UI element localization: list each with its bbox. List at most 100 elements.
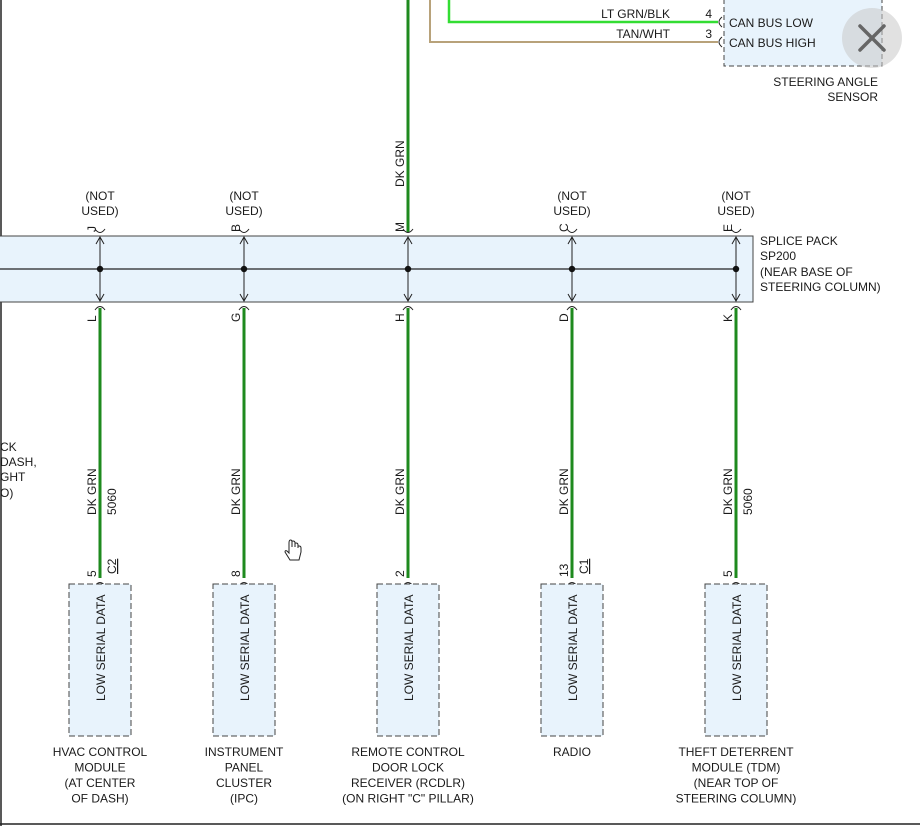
connector-symbol-4 xyxy=(718,16,723,28)
left-partial-label-3: GHT xyxy=(0,470,26,484)
module-signal-label: LOW SERIAL DATA xyxy=(94,595,108,701)
hand-cursor-icon xyxy=(284,539,302,561)
module-name-line: (ON RIGHT "C" PILLAR) xyxy=(342,792,474,806)
splice-node xyxy=(240,265,248,273)
wire-color-label: DK GRN xyxy=(393,468,407,515)
module-name-line: OF DASH) xyxy=(71,792,128,806)
splice-pin-top: C xyxy=(557,223,571,232)
module-name-line: MODULE xyxy=(74,761,125,775)
connector-symbol-bottom xyxy=(566,306,578,311)
pin-4: 4 xyxy=(705,7,712,21)
connector-symbol-bottom xyxy=(402,306,414,311)
module-pin-number: 5 xyxy=(85,570,99,577)
splice-pack-label-2: SP200 xyxy=(760,249,796,263)
splice-pin-bottom: K xyxy=(721,314,735,322)
splice-arrow-bottom xyxy=(403,293,413,303)
connector-symbol-bottom xyxy=(730,306,742,311)
connector-symbol-bottom xyxy=(94,306,106,311)
not-used-label: USED) xyxy=(553,204,590,218)
connector-symbol-bottom xyxy=(238,306,250,311)
close-x-icon xyxy=(858,24,886,52)
circuit-number-label: 5060 xyxy=(105,488,119,515)
module-box xyxy=(68,583,132,737)
can-bus-high-label: CAN BUS HIGH xyxy=(729,36,816,50)
module-name-line: (IPC) xyxy=(230,792,258,806)
wire-label-tan-wht: TAN/WHT xyxy=(616,27,670,41)
splice-arrow-bottom xyxy=(95,293,105,303)
splice-arrow-bottom xyxy=(731,293,741,303)
module-box xyxy=(376,583,440,737)
connector-symbol-top xyxy=(238,228,250,233)
connector-symbol-top xyxy=(94,228,106,233)
connector-id-label: C2 xyxy=(105,558,119,574)
pin-3: 3 xyxy=(705,27,712,41)
connector-symbol-top xyxy=(730,228,742,233)
left-partial-label-2: DASH, xyxy=(0,455,37,469)
wire-label-lt-grn-blk: LT GRN/BLK xyxy=(601,7,670,21)
splice-pin-top: E xyxy=(721,224,735,232)
not-used-label: (NOT xyxy=(229,189,259,203)
splice-pin-bottom: D xyxy=(557,313,571,322)
splice-pack-label-3: (NEAR BASE OF xyxy=(760,265,853,279)
module-box xyxy=(704,583,768,737)
splice-node xyxy=(96,265,104,273)
center-feed-color: DK GRN xyxy=(393,140,407,187)
not-used-label: (NOT xyxy=(85,189,115,203)
splice-pin-bottom: G xyxy=(229,313,243,322)
wire-color-label: DK GRN xyxy=(229,468,243,515)
left-partial-label-4: O) xyxy=(0,486,13,500)
splice-node xyxy=(732,265,740,273)
wire-tan-wht xyxy=(429,0,718,43)
close-button[interactable] xyxy=(842,8,902,68)
splice-arrow-bottom xyxy=(239,293,249,303)
module-name-line: CLUSTER xyxy=(216,776,272,790)
module-name-line: PANEL xyxy=(225,761,264,775)
module-name-line: HVAC CONTROL xyxy=(53,745,148,759)
module-pin-number: 2 xyxy=(393,570,407,577)
splice-pin-top: B xyxy=(229,224,243,232)
module-signal-label: LOW SERIAL DATA xyxy=(402,595,416,701)
steering-angle-sensor-name-2: SENSOR xyxy=(827,90,878,104)
not-used-label: USED) xyxy=(225,204,262,218)
can-bus-low-label: CAN BUS LOW xyxy=(729,16,814,30)
module-name-line: DOOR LOCK xyxy=(372,761,444,775)
splice-pin-bottom: H xyxy=(393,313,407,322)
module-box xyxy=(540,583,604,737)
wire-lt-grn-blk xyxy=(447,0,718,24)
module-name-line: REMOTE CONTROL xyxy=(351,745,465,759)
connector-symbol-3 xyxy=(718,36,723,48)
wire-color-label: DK GRN xyxy=(557,468,571,515)
module-signal-label: LOW SERIAL DATA xyxy=(238,595,252,701)
module-pin-number: 13 xyxy=(557,563,571,577)
module-signal-label: LOW SERIAL DATA xyxy=(730,595,744,701)
splice-arrow-bottom xyxy=(567,293,577,303)
module-name-line: RECEIVER (RCDLR) xyxy=(351,776,465,790)
splice-pin-top: J xyxy=(85,226,99,232)
connector-id-label: C1 xyxy=(577,558,591,574)
connector-symbol-top xyxy=(566,228,578,233)
module-name-line: STEERING COLUMN) xyxy=(676,792,797,806)
not-used-label: USED) xyxy=(717,204,754,218)
splice-node xyxy=(568,265,576,273)
splice-node xyxy=(404,265,412,273)
module-pin-number: 5 xyxy=(721,570,735,577)
module-name-line: MODULE (TDM) xyxy=(692,761,781,775)
module-name-line: THEFT DETERRENT xyxy=(678,745,794,759)
splice-pack-label-1: SPLICE PACK xyxy=(760,234,838,248)
module-pin-number: 8 xyxy=(229,570,243,577)
module-name-line: INSTRUMENT xyxy=(205,745,284,759)
splice-pin-bottom: L xyxy=(85,315,99,322)
wire-color-label: DK GRN xyxy=(85,468,99,515)
module-box xyxy=(212,583,276,737)
module-signal-label: LOW SERIAL DATA xyxy=(566,595,580,701)
steering-angle-sensor-name-1: STEERING ANGLE xyxy=(773,75,878,89)
module-name-line: (NEAR TOP OF xyxy=(694,776,779,790)
circuit-number-label: 5060 xyxy=(741,488,755,515)
not-used-label: (NOT xyxy=(721,189,751,203)
splice-pack-label-4: STEERING COLUMN) xyxy=(760,280,881,294)
wire-color-label: DK GRN xyxy=(721,468,735,515)
module-name-line: (AT CENTER xyxy=(65,776,136,790)
